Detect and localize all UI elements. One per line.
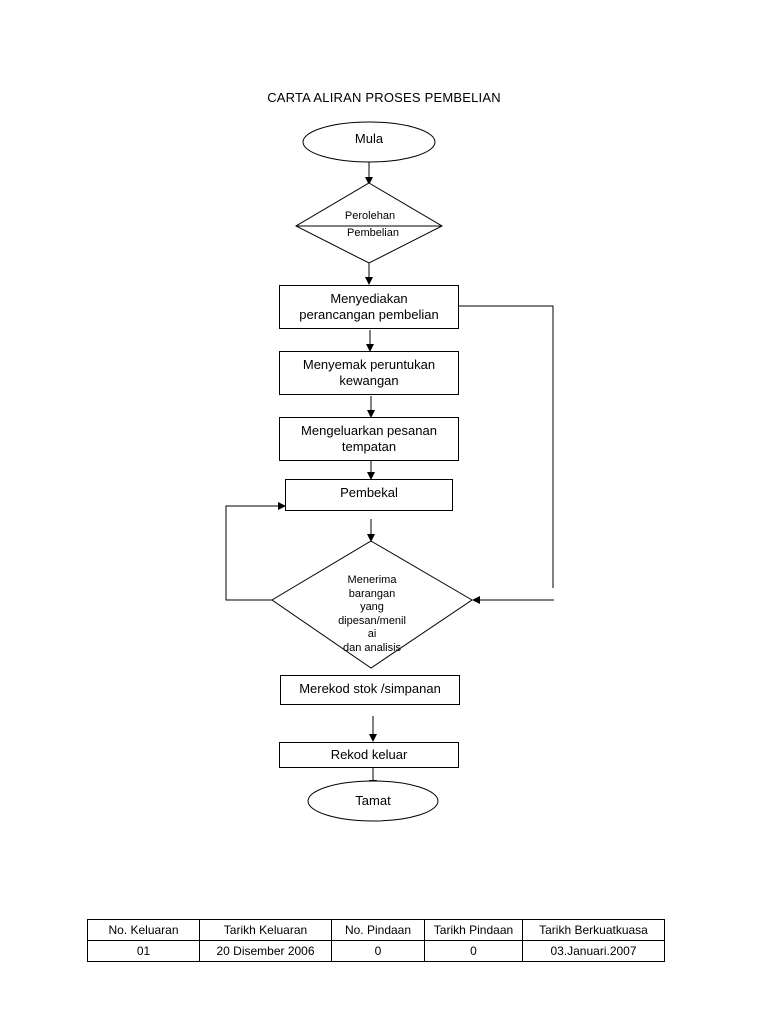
step1-label-line2: perancangan pembelian [299,307,439,322]
decision2-label: Menerima barangan yang dipesan/menil ai … [322,574,422,655]
end-label: Tamat [355,793,391,808]
step1-label-line1: Menyediakan [330,291,408,306]
step-rekod-keluar: Rekod keluar [279,742,459,768]
step-pembekal: Pembekal [285,479,453,511]
step2-label-line1: Menyemak peruntukan [302,357,436,372]
decision1-diamond [294,182,444,264]
decision2-label-line4: dipesan/menil [338,614,406,627]
decision2-diamond [271,540,473,669]
step3-label-line2: tempatan [341,439,397,454]
decision1-label-line1: Perolehan [344,210,396,222]
table-header-cell: Tarikh Pindaan [424,919,523,941]
decision1-label-line2: Pembelian [347,227,399,239]
table-cell: 0 [331,940,425,962]
decision2-label-line5: ai [367,628,377,640]
decision2-label-line2: barangan [348,587,396,600]
end-terminator [307,780,439,822]
decision2-label-line6: dan analisis [342,641,402,654]
connector-step1-right-loop [459,305,554,588]
table-row: 01 20 Disember 2006 0 0 03.Januari.2007 [87,940,665,962]
start-label: Mula [354,131,384,146]
table-header-cell: No. Pindaan [331,919,425,941]
table-cell: 0 [424,940,523,962]
table-cell: 20 Disember 2006 [199,940,332,962]
connector-decision2-left-loop [225,502,286,601]
page-title: CARTA ALIRAN PROSES PEMBELIAN [267,90,501,105]
revision-table: No. Keluaran Tarikh Keluaran No. Pindaan… [87,919,665,962]
decision2-label-line3: yang [360,601,384,613]
table-header-row: No. Keluaran Tarikh Keluaran No. Pindaan… [87,919,665,941]
step6-label: Rekod keluar [330,747,408,762]
step-menyediakan-perancangan: Menyediakan perancangan pembelian [279,285,459,329]
table-header-cell: Tarikh Berkuatkuasa [522,919,665,941]
table-header-cell: Tarikh Keluaran [199,919,332,941]
table-cell: 01 [87,940,200,962]
step5-label: Merekod stok /simpanan [299,681,441,696]
step-merekod-stok: Merekod stok /simpanan [280,675,460,705]
table-cell: 03.Januari.2007 [522,940,665,962]
decision2-label-line1: Menerima [347,574,397,586]
step4-label: Pembekal [340,485,398,500]
step-menyemak-peruntukan: Menyemak peruntukan kewangan [279,351,459,395]
table-header-cell: No. Keluaran [87,919,200,941]
step2-label-line2: kewangan [339,373,399,388]
step-mengeluarkan-pesanan: Mengeluarkan pesanan tempatan [279,417,459,461]
step3-label-line1: Mengeluarkan pesanan [301,423,437,438]
